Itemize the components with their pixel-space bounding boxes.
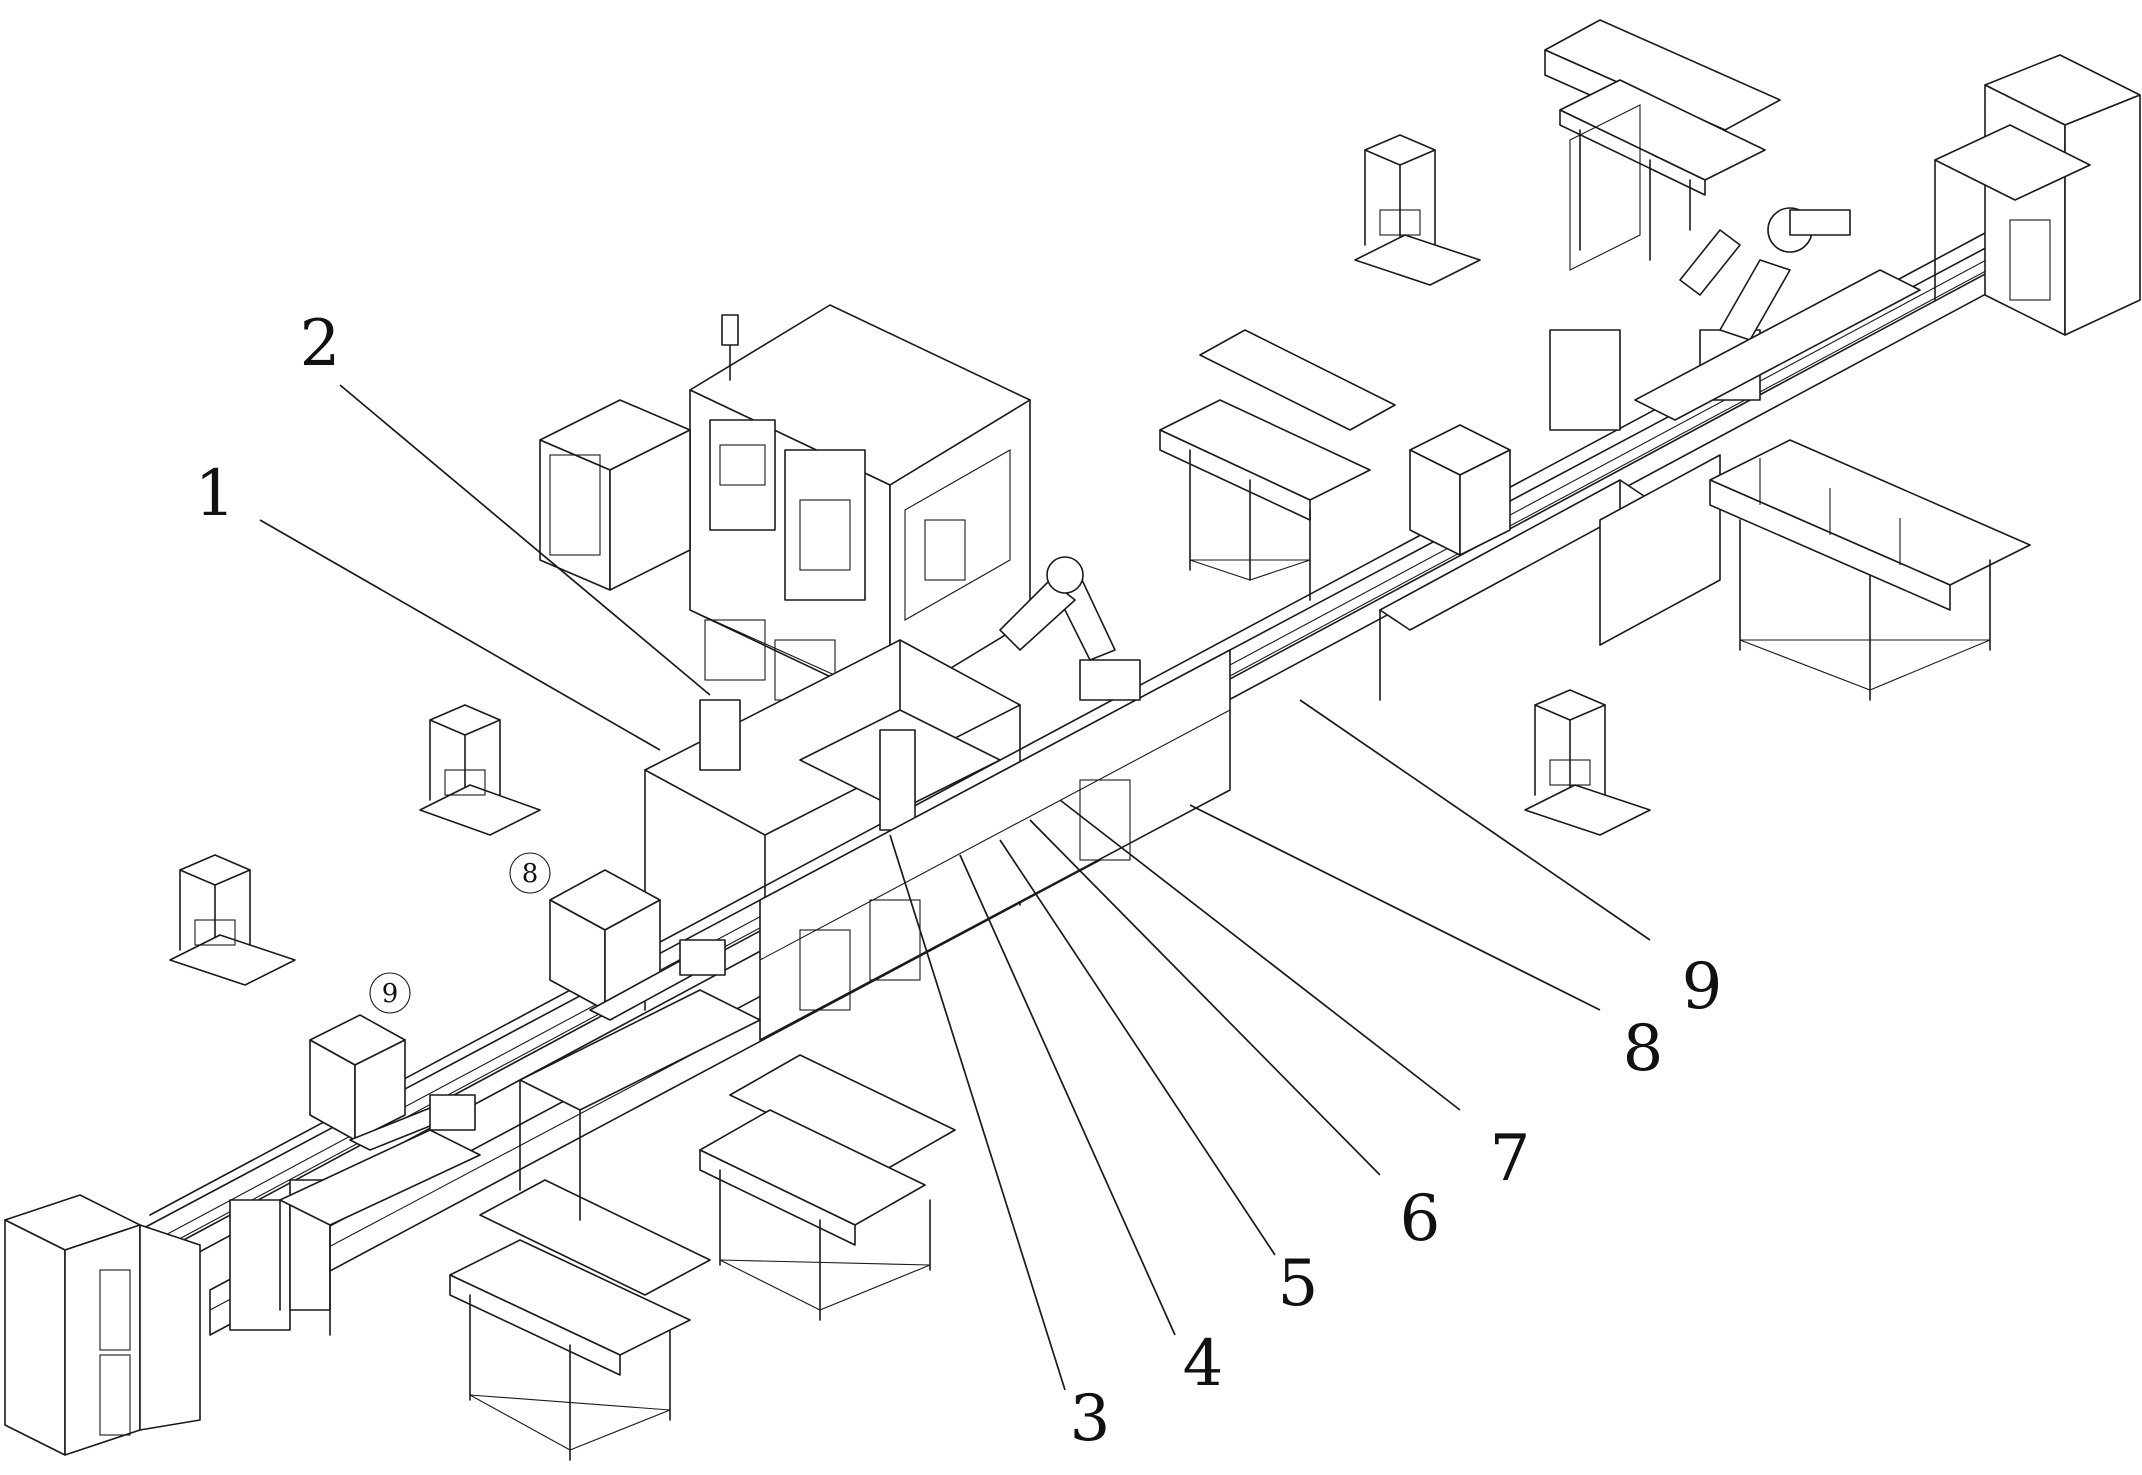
label-8: 8 xyxy=(1623,1012,1664,1086)
fixture-right-a xyxy=(1355,135,1480,285)
leader-line-7 xyxy=(1060,800,1460,1110)
top-right-tray-conveyor xyxy=(1545,20,1780,270)
leader-line-8 xyxy=(1190,805,1600,1010)
label-5: 5 xyxy=(1278,1247,1319,1321)
mid-right-tray-conveyor xyxy=(1160,330,1395,600)
label-9: 9 xyxy=(1682,950,1723,1024)
circled-label-8: 8 xyxy=(522,859,539,889)
label-4: 4 xyxy=(1183,1327,1224,1401)
fixture-right-b xyxy=(1525,690,1650,835)
central-cabinet xyxy=(690,305,1030,705)
leader-line-4 xyxy=(960,855,1175,1335)
circled-label-9: 9 xyxy=(382,979,399,1009)
label-3: 3 xyxy=(1070,1382,1111,1456)
right-tray-conveyor xyxy=(1710,440,2030,700)
gantry-frame xyxy=(645,640,1230,1040)
lower-mid-tray-conveyor xyxy=(700,1055,955,1320)
label-2: 2 xyxy=(300,307,341,381)
label-6: 6 xyxy=(1400,1182,1441,1256)
lower-left-tray-conveyor xyxy=(450,1180,710,1460)
leader-line-5 xyxy=(1000,840,1275,1255)
far-right-cabinet xyxy=(1935,55,2140,335)
fixture-left-b xyxy=(170,855,295,985)
electrical-box xyxy=(540,400,690,590)
label-1: 1 xyxy=(195,457,236,531)
label-7: 7 xyxy=(1490,1122,1531,1196)
fixture-left-a xyxy=(420,705,540,835)
